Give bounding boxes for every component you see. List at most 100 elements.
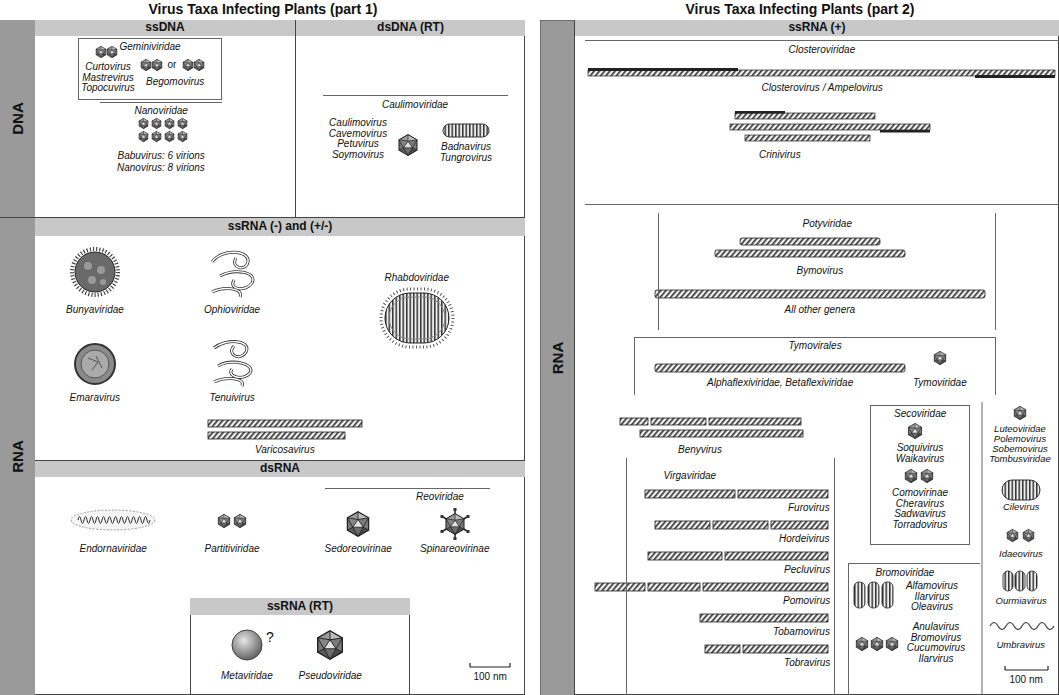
section-header: dsDNA (RT) xyxy=(296,20,525,36)
virgavirus-rods-part xyxy=(725,552,828,560)
scale-bar-part xyxy=(469,663,470,667)
taxon-label: Begomovirus xyxy=(146,76,204,87)
taxon-label: Luteoviridae Polemovirus Sobemovirus Tom… xyxy=(985,424,1055,464)
caulimovirus-particles-part xyxy=(443,124,489,137)
taxon-label: Rhabdoviridae xyxy=(385,272,450,283)
taxon-label: Nanoviridae xyxy=(135,105,188,116)
section-header: ssRNA (RT) xyxy=(190,598,410,615)
kingdom-row: RNAssRNA (+)BenyvirusLuteoviridae Polemo… xyxy=(540,20,1059,695)
virgavirus-rods-part xyxy=(743,645,828,653)
taxon-label: Curtovirus Mastrevirus Topocuvirus xyxy=(77,62,139,94)
nanovirus-particles-part xyxy=(139,131,148,141)
taxon-label: Tobravirus xyxy=(784,657,830,668)
taxon-label: Pseudoviridae xyxy=(299,670,362,681)
pseudovirus-particle xyxy=(318,631,343,660)
genome-section: ssRNA (+)BenyvirusLuteoviridae Polemovir… xyxy=(574,20,1059,695)
taxon-label: Cilevirus xyxy=(1003,502,1039,512)
rhabdovirus-particle-part xyxy=(385,293,449,343)
taxon-label: Benyvirus xyxy=(678,444,722,455)
bromovirus-particles-part-part xyxy=(854,582,865,608)
panel-title: Virus Taxa Infecting Plants (part 1) xyxy=(149,2,378,17)
emaravirus-particle-part xyxy=(75,344,115,384)
benyvirus-rods-part xyxy=(709,418,801,425)
query-mark: ? xyxy=(266,630,274,645)
nanovirus-particles-part xyxy=(152,118,161,128)
taxon-label: Endornaviridae xyxy=(80,543,147,554)
ophiovirus-filaments-part xyxy=(212,252,253,297)
section-header: dsRNA xyxy=(35,461,525,477)
taxon-label: Umbravirus xyxy=(997,640,1046,650)
reovirus-particles-part-part xyxy=(467,515,470,518)
geminivirus-particles-part xyxy=(141,59,151,70)
taxon-label: Ophioviridae xyxy=(204,304,260,315)
taxon-label: Pecluvirus xyxy=(784,564,830,575)
taxon-label: Metaviridae xyxy=(221,670,273,681)
varicosavirus-rods-part xyxy=(208,420,362,427)
taxon-label: Badnavirus Tungrovirus xyxy=(434,142,498,163)
bunyavirus-particle-part xyxy=(75,252,115,292)
taxon-label: Emaravirus xyxy=(70,392,121,403)
bunyavirus-particle-part xyxy=(88,276,96,284)
virgavirus-rods-part xyxy=(645,490,735,498)
misc-virus-particles-part xyxy=(1023,529,1034,541)
rhabdovirus-particle xyxy=(381,289,453,347)
taxon-label: Geminiviridae xyxy=(120,41,181,52)
varicosavirus-rods-part xyxy=(208,432,345,439)
taxon-label: Partitiviridae xyxy=(205,543,260,554)
family-box: TymoviralesAlphaflexiviridae, Betaflexiv… xyxy=(634,337,996,395)
reovirus-particles-part xyxy=(347,512,368,537)
scale-bar-part xyxy=(1004,666,1005,670)
potyvirus-filaments-part xyxy=(740,238,880,245)
panel: Virus Taxa Infecting Plants (part 2)RNAs… xyxy=(540,20,1059,695)
nanovirus-particles-part xyxy=(165,118,174,128)
virgavirus-rods-part xyxy=(595,583,645,591)
secovirus-particles-part xyxy=(905,469,916,482)
taxon-label: Nanovirus: 8 virions xyxy=(117,162,205,173)
scale-bar-part xyxy=(1005,669,1048,670)
tenuivirus-filaments-part xyxy=(214,342,251,386)
reovirus-particles xyxy=(347,508,469,540)
family-box: ReoviridaeSedoreovirinaeSpinareovirinae xyxy=(325,488,490,558)
virgavirus-rods-part xyxy=(771,521,828,529)
ophiovirus-filaments-part xyxy=(212,252,253,297)
family-box: PotyviridaeBymovirusAll other genera xyxy=(658,213,996,330)
misc-virus-particles-part xyxy=(1014,406,1025,419)
note-text: or xyxy=(168,59,177,70)
secovirus-particles-part xyxy=(921,469,932,482)
bunyavirus-particle-part xyxy=(84,262,92,270)
kingdom-band: DNA xyxy=(0,20,35,217)
closterovirus-filaments-part xyxy=(880,130,930,133)
taxon-label: Alphaflexiviridae, Betaflexiviridae xyxy=(707,377,853,388)
scale-bar xyxy=(470,663,510,667)
genome-section: dsDNA (RT)CaulimoviridaeCaulimovirus Cav… xyxy=(295,20,525,218)
bunyavirus-particle-part xyxy=(100,279,106,285)
section-header: ssRNA (-) and (+/-) xyxy=(35,218,525,236)
virgavirus-rods-part xyxy=(738,490,828,498)
geminivirus-particles-part xyxy=(152,59,162,70)
reovirus-particles-part xyxy=(446,514,464,535)
family-box: ClosteroviridaeClosterovirus / Ampelovir… xyxy=(585,40,1059,205)
potyvirus-filaments-part xyxy=(655,290,985,298)
benyvirus-rods-part xyxy=(640,430,803,437)
taxon-label: Bromoviridae xyxy=(876,567,935,578)
bromovirus-particles-part xyxy=(886,637,897,650)
pseudovirus-particle-part xyxy=(318,631,343,660)
family-box: VirgaviridaeFurovirusHordeivirusPecluvir… xyxy=(626,458,835,695)
reovirus-particles-part-part xyxy=(454,537,457,540)
taxon-label: Secoviridae xyxy=(894,408,946,419)
family-box: BromoviridaeAlfamovirus Ilarvirus Oleavi… xyxy=(848,563,980,695)
genome-section: ssDNAGeminiviridaeCurtovirus Mastrevirus… xyxy=(35,20,295,218)
misc-virus-particles-part xyxy=(990,623,1054,630)
taxon-label: Babuvirus: 6 virions xyxy=(118,150,205,161)
taxon-label: Potyviridae xyxy=(803,218,852,229)
geminivirus-particles-part xyxy=(96,46,106,57)
benyvirus-rods-part xyxy=(620,418,648,425)
genome-section: dsRNA Endornaviridae Partitiviridae Reoviri… xyxy=(35,460,525,695)
taxon-label: Furovirus xyxy=(788,502,830,513)
tymovirales-particles-part xyxy=(655,364,905,372)
geminivirus-particles-part xyxy=(194,59,204,70)
taxon-label: Reoviridae xyxy=(416,491,464,502)
potyvirus-filaments-part xyxy=(715,250,905,257)
closterovirus-filaments-part xyxy=(735,111,785,114)
taxon-label: Comovirinae Cheravirus Sadwavirus Torrad… xyxy=(885,488,955,530)
